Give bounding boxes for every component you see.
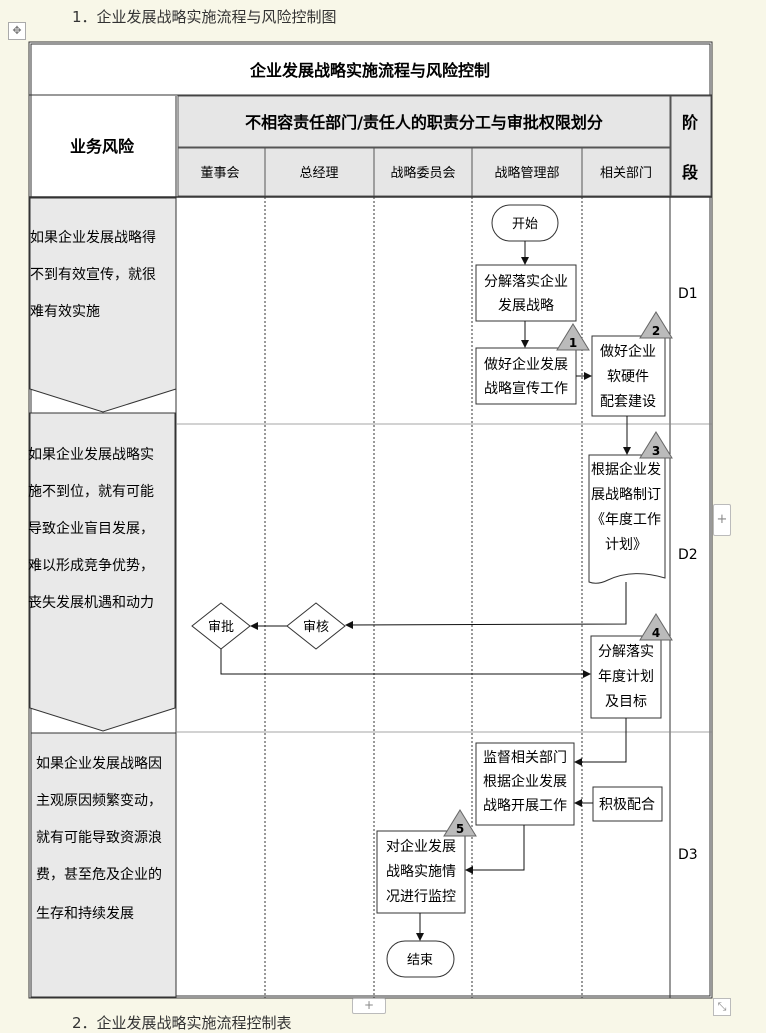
next-document-heading: 2．企业发展战略实施流程控制表 bbox=[72, 1014, 292, 1032]
add-column-button[interactable]: + bbox=[713, 504, 731, 536]
marker-1-label: 1 bbox=[569, 336, 577, 350]
start-label: 开始 bbox=[512, 217, 538, 232]
risk-cell-2 bbox=[29, 412, 176, 732]
end-terminator bbox=[386, 940, 455, 978]
publicize-line-1: 做好企业发展 bbox=[484, 356, 568, 373]
marker-1-triangle bbox=[556, 323, 590, 351]
infrastructure-line-3: 配套建设 bbox=[600, 394, 656, 410]
marker-4-triangle bbox=[639, 613, 673, 641]
stage-header-char-1: 阶 bbox=[682, 113, 699, 132]
stage-header-cell bbox=[670, 95, 712, 197]
publicize-line-2: 战略宣传工作 bbox=[484, 381, 568, 397]
supervise-line-3: 战略开展工作 bbox=[483, 798, 567, 814]
table-title: 企业发展战略实施流程与风险控制 bbox=[249, 61, 490, 80]
decompose-strategy-line-2: 发展战略 bbox=[498, 298, 554, 314]
stage-label-d2: D2 bbox=[678, 547, 698, 563]
decompose-annual-line-1: 分解落实 bbox=[598, 644, 654, 660]
cooperate-box bbox=[592, 786, 663, 822]
decompose-annual-box bbox=[590, 635, 662, 719]
column-header-row bbox=[177, 147, 671, 197]
decompose-annual-line-2: 年度计划 bbox=[598, 669, 654, 685]
review-label: 审核 bbox=[303, 620, 329, 635]
connector-approve-to-decompose-annual bbox=[220, 649, 591, 678]
marker-2-triangle bbox=[639, 311, 673, 339]
marker-5-triangle bbox=[443, 809, 477, 837]
marker-5-label: 5 bbox=[456, 822, 464, 836]
risk-1-line-1: 如果企业发展战略得 bbox=[30, 229, 156, 246]
decompose-annual-line-3: 及目标 bbox=[605, 694, 647, 710]
annual-plan-line-4: 计划》 bbox=[605, 537, 647, 553]
end-label: 结束 bbox=[407, 953, 433, 968]
marker-3-label: 3 bbox=[652, 444, 660, 458]
publicize-strategy-box bbox=[475, 347, 577, 405]
risk-header: 业务风险 bbox=[70, 137, 135, 156]
dept-header-cell bbox=[177, 95, 671, 148]
marker-4-label: 4 bbox=[652, 626, 660, 640]
review-decision bbox=[286, 602, 346, 650]
infrastructure-line-2: 软硬件 bbox=[607, 369, 649, 385]
dept-header: 不相容责任部门/责任人的职责分工与审批权限划分 bbox=[245, 113, 603, 132]
connector-annual-to-supervise bbox=[574, 718, 627, 766]
column-header-related-dept: 相关部门 bbox=[600, 166, 652, 181]
risk-cell-3 bbox=[30, 732, 177, 998]
table-resize-handle-icon[interactable]: ⤡ bbox=[713, 998, 731, 1016]
risk-2-line-3: 导致企业盲目发展， bbox=[28, 520, 154, 537]
cooperate-label: 积极配合 bbox=[599, 797, 655, 813]
supervise-box bbox=[475, 742, 575, 826]
risk-2-line-1: 如果企业发展战略实 bbox=[28, 446, 154, 463]
risk-2-line-5: 丧失发展机遇和动力 bbox=[28, 595, 154, 611]
monitor-box bbox=[376, 830, 466, 914]
stage-label-d1: D1 bbox=[678, 286, 698, 302]
risk-3-line-3: 就有可能导致资源浪 bbox=[36, 830, 162, 846]
risk-3-line-2: 主观原因频繁变动， bbox=[36, 793, 162, 809]
column-header-strategy-dept: 战略管理部 bbox=[494, 165, 559, 181]
stage-label-d3: D3 bbox=[678, 847, 698, 863]
infrastructure-line-1: 做好企业 bbox=[600, 343, 656, 360]
monitor-line-1: 对企业发展 bbox=[386, 838, 456, 855]
decompose-strategy-line-1: 分解落实企业 bbox=[484, 273, 568, 290]
annual-plan-document bbox=[588, 454, 666, 584]
column-header-gm: 总经理 bbox=[299, 166, 338, 181]
connector-plan-to-review bbox=[345, 582, 627, 629]
add-row-button[interactable]: + bbox=[352, 998, 386, 1014]
supervise-line-1: 监督相关部门 bbox=[483, 750, 567, 766]
monitor-line-2: 战略实施情 bbox=[386, 864, 456, 880]
risk-1-line-3: 难有效实施 bbox=[30, 304, 100, 320]
risk-2-line-4: 难以形成竞争优势， bbox=[28, 557, 154, 574]
decompose-strategy-box bbox=[475, 264, 577, 322]
infrastructure-box bbox=[591, 335, 666, 417]
supervise-line-2: 根据企业发展 bbox=[483, 773, 567, 790]
annual-plan-line-1: 根据企业发 bbox=[591, 461, 661, 478]
marker-3-triangle bbox=[639, 431, 673, 459]
risk-3-line-1: 如果企业发展战略因 bbox=[36, 755, 162, 772]
monitor-line-3: 况进行监控 bbox=[386, 889, 456, 905]
risk-1-line-2: 不到有效宣传，就很 bbox=[30, 267, 156, 283]
annual-plan-line-3: 《年度工作 bbox=[591, 512, 661, 528]
column-header-strategy-committee: 战略委员会 bbox=[390, 165, 455, 181]
approve-label: 审批 bbox=[208, 620, 234, 635]
marker-2-label: 2 bbox=[652, 324, 660, 338]
column-header-board: 董事会 bbox=[200, 166, 239, 181]
document-heading: 1．企业发展战略实施流程与风险控制图 bbox=[72, 8, 337, 26]
risk-2-line-2: 施不到位，就有可能 bbox=[28, 484, 154, 500]
risk-cell-1 bbox=[29, 197, 177, 413]
risk-3-line-4: 费，甚至危及企业的 bbox=[36, 866, 162, 883]
connector-supervise-to-monitor bbox=[465, 825, 525, 874]
risk-3-line-5: 生存和持续发展 bbox=[36, 905, 134, 922]
stage-header-char-2: 段 bbox=[682, 163, 699, 182]
annual-plan-line-2: 展战略制订 bbox=[591, 487, 661, 503]
table-move-handle-icon[interactable]: ✥ bbox=[8, 22, 26, 40]
